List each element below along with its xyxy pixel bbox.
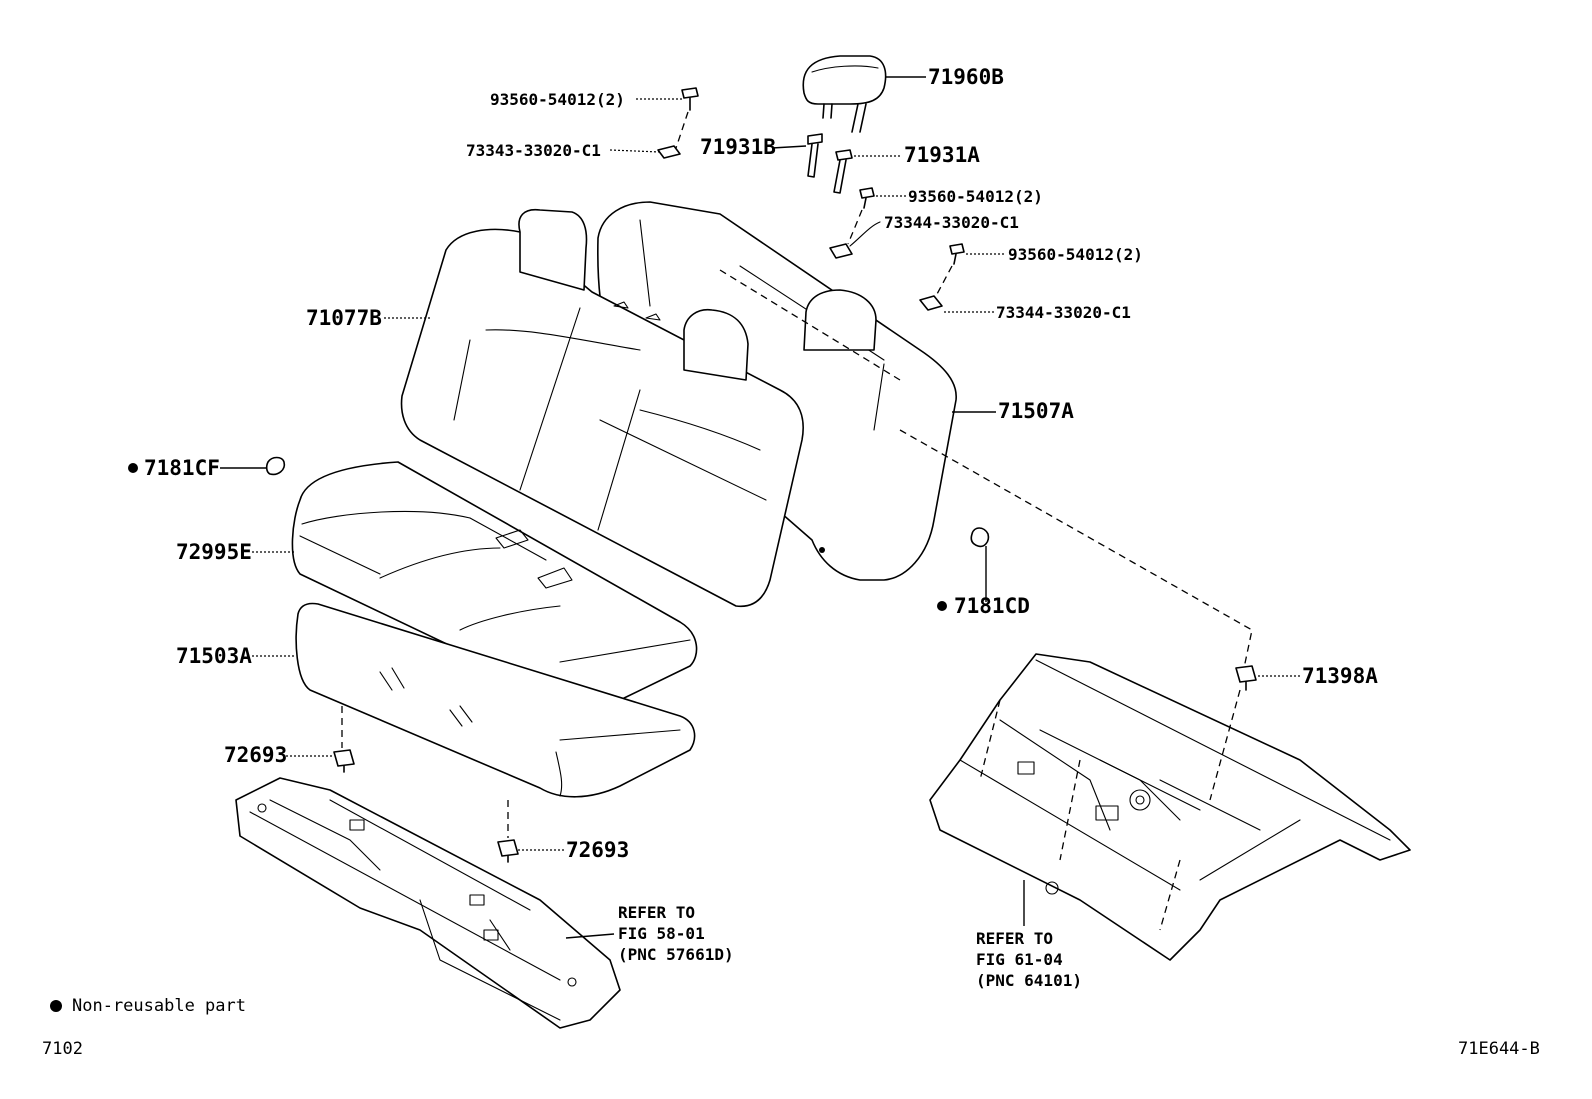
part-label-72693-b: 72693	[566, 838, 629, 862]
part-label-93560-top: 93560-54012(2)	[490, 90, 625, 109]
cover-73344-b-drawing	[919, 295, 994, 313]
part-label-73344-b: 73344-33020-C1	[996, 303, 1131, 322]
part-label-71398A: 71398A	[1302, 664, 1378, 688]
part-label-71503A: 71503A	[176, 644, 252, 668]
ref-58-01-line2: FIG 58-01	[618, 924, 705, 943]
non-reusable-bullet-icon	[50, 1000, 62, 1012]
part-label-93560-low: 93560-54012(2)	[1008, 245, 1143, 264]
screw-93560-mid-drawing	[847, 187, 906, 245]
guide-71931B-drawing	[771, 133, 823, 178]
front-floor-panel-drawing	[235, 706, 621, 1029]
diagram-code: 71E644-B	[1458, 1039, 1540, 1059]
part-label-7181CF: 7181CF	[144, 456, 220, 480]
headrest-71960B-drawing	[802, 55, 926, 133]
part-label-7181CD: 7181CD	[954, 594, 1030, 618]
part-label-93560-mid: 93560-54012(2)	[908, 187, 1043, 206]
cover-73343-drawing	[609, 145, 681, 159]
part-label-71931A: 71931A	[904, 143, 980, 167]
part-label-73344-a: 73344-33020-C1	[884, 213, 1019, 232]
ref-61-04-line2: FIG 61-04	[976, 950, 1063, 969]
seatback-cover-71077B-drawing	[384, 208, 804, 608]
part-label-71507A: 71507A	[998, 399, 1074, 423]
part-label-72693-a: 72693	[224, 743, 287, 767]
part-label-71931B: 71931B	[700, 135, 776, 159]
part-label-71077B: 71077B	[306, 306, 382, 330]
ref-61-04-line1: REFER TO	[976, 929, 1053, 948]
clip-72693-b-drawing	[497, 839, 564, 863]
clip-7181CD-drawing	[937, 527, 990, 611]
rear-floor-panel-drawing	[929, 653, 1411, 961]
clip-7181CF-drawing	[128, 456, 286, 476]
screw-93560-low-drawing	[935, 243, 1006, 297]
seat-cushion-cover-72995E-drawing	[252, 461, 698, 706]
ref-58-01-line1: REFER TO	[618, 903, 695, 922]
ref-61-04-line3: (PNC 64101)	[976, 971, 1082, 990]
seat-cushion-pad-71503A-drawing	[252, 602, 696, 798]
cover-73344-a-drawing	[829, 221, 881, 259]
ref-58-01-line3: (PNC 57661D)	[618, 945, 734, 964]
guide-71931A-drawing	[833, 149, 902, 194]
part-label-73343: 73343-33020-C1	[466, 141, 601, 160]
clip-72693-a-drawing	[286, 749, 355, 773]
page-code: 7102	[42, 1039, 83, 1059]
part-label-72995E: 72995E	[176, 540, 252, 564]
legend-text: Non-reusable part	[72, 996, 246, 1016]
screw-93560-top-drawing	[636, 87, 699, 149]
part-label-71960B: 71960B	[928, 65, 1004, 89]
clip-71398A-drawing	[1235, 665, 1300, 691]
